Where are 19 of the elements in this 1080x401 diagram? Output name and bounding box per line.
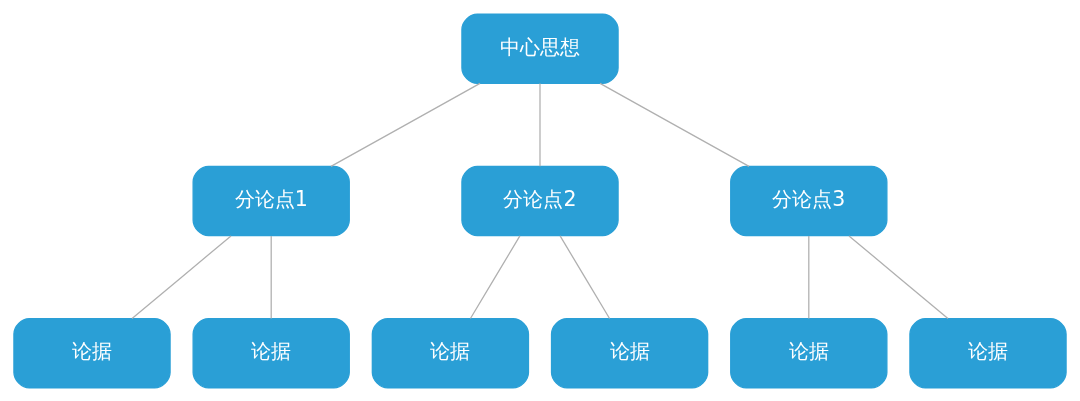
node-box: 分论点2 (461, 165, 619, 236)
node-box: 论据 (909, 317, 1067, 388)
node-box: 中心思想 (461, 12, 619, 84)
connector (599, 82, 750, 167)
node-box: 论据 (550, 317, 709, 388)
node-box: 论据 (13, 317, 171, 388)
connector (539, 82, 541, 167)
connector (559, 234, 611, 319)
node-box: 论据 (371, 317, 530, 388)
node-box: 论据 (730, 317, 888, 388)
connector (848, 234, 949, 319)
connector (469, 234, 521, 319)
node-box: 论据 (192, 317, 350, 388)
connector (808, 234, 810, 319)
connector (270, 234, 272, 319)
connector (330, 82, 481, 167)
node-box: 分论点1 (192, 165, 350, 236)
connector (131, 234, 232, 319)
node-box: 分论点3 (730, 165, 888, 236)
